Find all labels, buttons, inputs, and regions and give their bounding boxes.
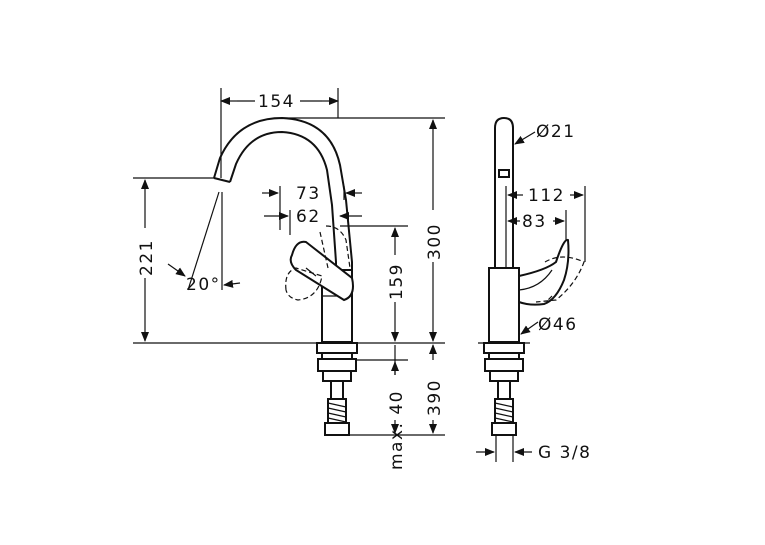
dim-body-diameter: Ø46 xyxy=(538,315,578,335)
dim-spout-angle: 20° xyxy=(186,275,221,295)
dim-spout-diameter: Ø21 xyxy=(536,122,576,142)
lever-handle xyxy=(289,240,354,302)
side-lever xyxy=(518,238,570,306)
front-dimensions: 154 300 221 20° 73 62 xyxy=(133,88,445,470)
side-dimensions: Ø21 112 83 Ø46 G 3/8 xyxy=(476,122,591,463)
threaded-shank xyxy=(324,398,350,436)
dim-spout-reach: 154 xyxy=(258,92,295,112)
dim-thread: G 3/8 xyxy=(538,443,591,463)
dim-lever-offset-73: 73 xyxy=(296,184,321,204)
spout-gooseneck-inner xyxy=(229,130,337,340)
lever-swing-outline xyxy=(285,267,323,301)
side-body xyxy=(488,267,520,343)
dim-total-height: 300 xyxy=(425,223,445,260)
dim-lever-offset-62: 62 xyxy=(296,207,321,227)
side-spout xyxy=(494,116,514,268)
spout-tip xyxy=(213,177,231,183)
front-view xyxy=(133,116,445,436)
dim-lever-reach-112: 112 xyxy=(528,186,565,206)
dim-under-counter: 390 xyxy=(425,379,445,416)
side-view xyxy=(478,116,585,436)
dim-spout-height: 221 xyxy=(137,239,157,276)
dim-shank-max: max. 40 xyxy=(387,390,407,470)
dim-lever-reach-83: 83 xyxy=(522,212,547,232)
dim-handle-height: 159 xyxy=(387,263,407,300)
